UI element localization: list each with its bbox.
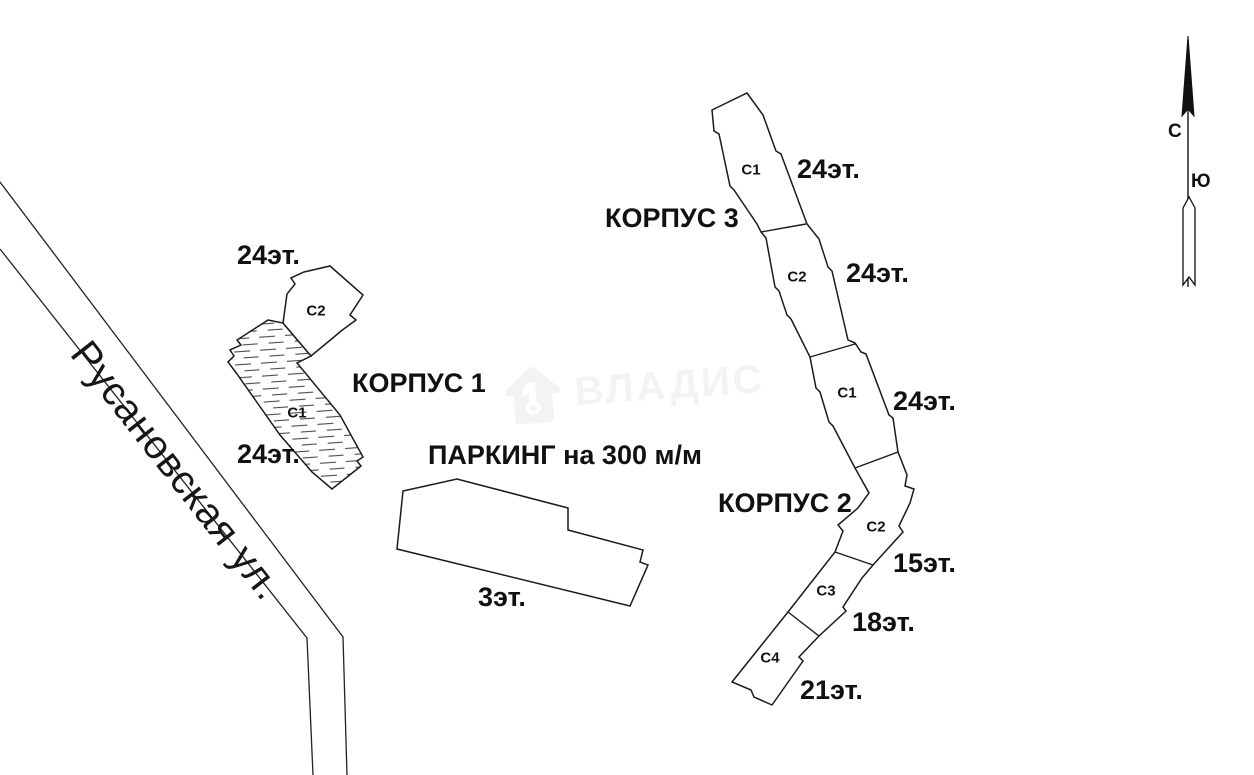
parking-floors-label: 3эт. bbox=[478, 582, 526, 612]
korpus2-c2-floors-label: 15эт. bbox=[893, 548, 956, 578]
divider-korpus2-c3-c4 bbox=[787, 611, 820, 637]
korpus1-c1-floors-label: 24эт. bbox=[237, 439, 300, 469]
house-key-icon bbox=[505, 366, 560, 425]
korpus2-c1-floors-label: 24эт. bbox=[893, 386, 956, 416]
korpus3-c2-section-label: С2 bbox=[787, 268, 807, 286]
divider-korpus2-c1-c2 bbox=[854, 451, 899, 469]
street-left-edge bbox=[0, 248, 314, 775]
korpus3-c1-floors-label: 24эт. bbox=[797, 154, 860, 184]
divider-korpus3-korpus2 bbox=[809, 343, 856, 358]
watermark-label: ВЛАДИС bbox=[573, 356, 767, 415]
compass-north-arrow-icon bbox=[1181, 35, 1195, 118]
korpus1-section-c1-outline bbox=[227, 319, 364, 490]
korpus1-c1-section-label: С1 bbox=[287, 404, 307, 422]
korpus3-c2-floors-label: 24эт. bbox=[846, 258, 909, 288]
korpus1-section-c2-outline bbox=[282, 265, 364, 358]
compass-south-label: Ю bbox=[1191, 171, 1211, 192]
korpus2-c4-floors-label: 21эт. bbox=[800, 675, 863, 705]
compass-north-label: С bbox=[1168, 121, 1182, 142]
korpus2-name-label: КОРПУС 2 bbox=[718, 488, 852, 518]
korpus2-c3-section-label: С3 bbox=[816, 582, 836, 600]
korpus1-c2-floors-label: 24эт. bbox=[237, 240, 300, 270]
korpus3-korpus2-chain-outline bbox=[711, 92, 915, 706]
korpus2-c2-section-label: С2 bbox=[866, 518, 886, 536]
korpus2-c4-section-label: С4 bbox=[760, 649, 780, 667]
korpus2-c1-section-label: С1 bbox=[837, 384, 857, 402]
korpus3-c1-section-label: С1 bbox=[741, 161, 761, 179]
korpus1-c2-section-label: С2 bbox=[306, 302, 326, 320]
korpus3-name-label: КОРПУС 3 bbox=[605, 203, 739, 233]
korpus2-c3-floors-label: 18эт. bbox=[852, 607, 915, 637]
divider-korpus2-c2-c3 bbox=[834, 551, 874, 566]
parking-outline bbox=[396, 478, 650, 607]
korpus1-name-label: КОРПУС 1 bbox=[352, 368, 486, 398]
watermark: ВЛАДИС bbox=[503, 343, 767, 433]
parking-name-label: ПАРКИНГ на 300 м/м bbox=[428, 440, 702, 470]
compass-rose bbox=[1181, 35, 1196, 287]
compass-south-tail-icon bbox=[1182, 195, 1196, 287]
divider-korpus3-c1-c2 bbox=[760, 223, 807, 233]
street-right-edge bbox=[0, 181, 348, 775]
